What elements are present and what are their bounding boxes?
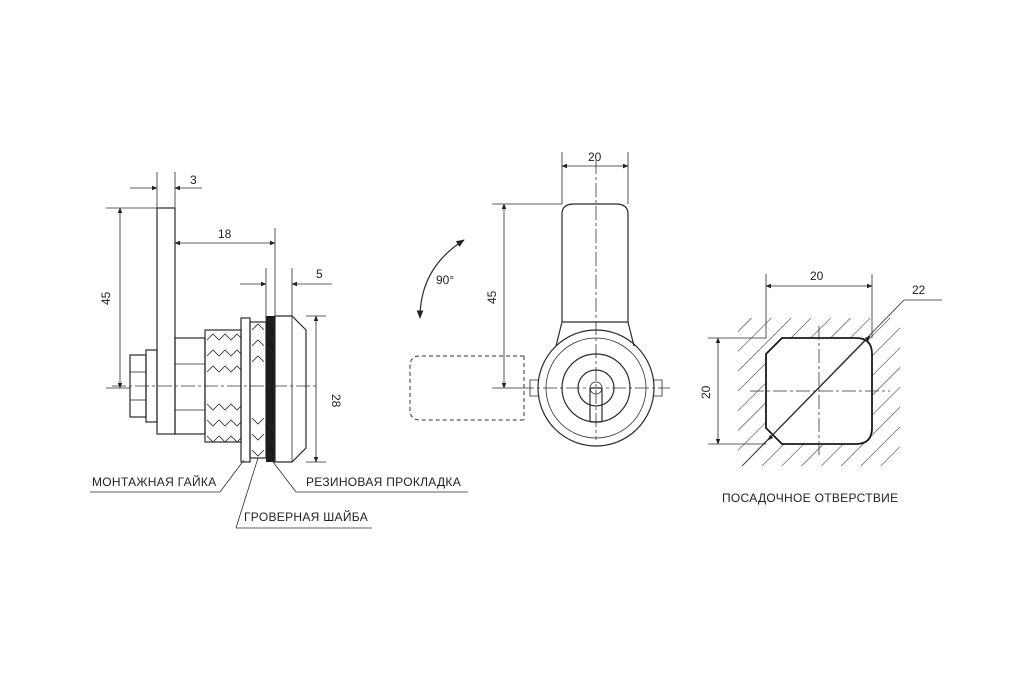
dim-height: 45 [99, 207, 157, 389]
dim-45-text: 45 [99, 291, 113, 305]
hole-caption: ПОСАДОЧНОЕ ОТВЕРСТВИЕ [722, 491, 898, 505]
dim-length: 18 [174, 227, 276, 316]
rotation-text: 90° [436, 273, 454, 287]
dim-front-height: 45 [485, 203, 562, 389]
dim-hole-width: 20 [765, 269, 873, 338]
dim-28-text: 28 [329, 394, 343, 408]
rubber-gasket [266, 316, 275, 462]
cam-tongue [561, 203, 629, 323]
cam-plate [156, 207, 176, 435]
rotation-arrow [416, 239, 465, 319]
dim-5-text: 5 [316, 267, 323, 281]
label-grover-washer: ГРОВЕРНАЯ ШАЙБА [244, 509, 368, 524]
hatched-material [738, 318, 900, 466]
mounting-hole-view: 22 20 20 ПОСАДОЧНОЕ ОТВЕРСТВИЕ [699, 269, 942, 505]
leader-washer: ГРОВЕРНАЯ ШАЙБА [235, 457, 372, 529]
dim-hole-height: 20 [699, 337, 766, 445]
leader-nut: МОНТАЖНАЯ ГАЙКА [90, 459, 245, 493]
rotated-cam-outline [409, 355, 524, 421]
side-view: 3 18 5 45 28 [90, 172, 468, 529]
dim-plate-thickness: 3 [130, 172, 202, 208]
dim-hole-20-height-text: 20 [699, 385, 713, 399]
dim-front-45-text: 45 [485, 290, 499, 304]
dim-18-text: 18 [218, 227, 232, 241]
mounting-nut [240, 317, 251, 463]
dim-front-20-text: 20 [588, 150, 602, 164]
label-mounting-nut: МОНТАЖНАЯ ГАЙКА [92, 474, 217, 489]
grover-washer [249, 321, 267, 459]
dim-hole-22-text: 22 [912, 283, 926, 297]
dim-front-width: 20 [561, 150, 629, 204]
dim-hole-20-width-text: 20 [810, 269, 824, 283]
head-flange [274, 315, 307, 463]
dim-gasket: 5 [240, 267, 332, 322]
leader-gasket: РЕЗИНОВАЯ ПРОКЛАДКА [269, 457, 468, 493]
dim-3-text: 3 [190, 173, 197, 187]
dim-diameter: 28 [306, 315, 343, 463]
front-view: 90° 20 45 [409, 150, 670, 447]
label-rubber-gasket: РЕЗИНОВАЯ ПРОКЛАДКА [306, 475, 461, 489]
